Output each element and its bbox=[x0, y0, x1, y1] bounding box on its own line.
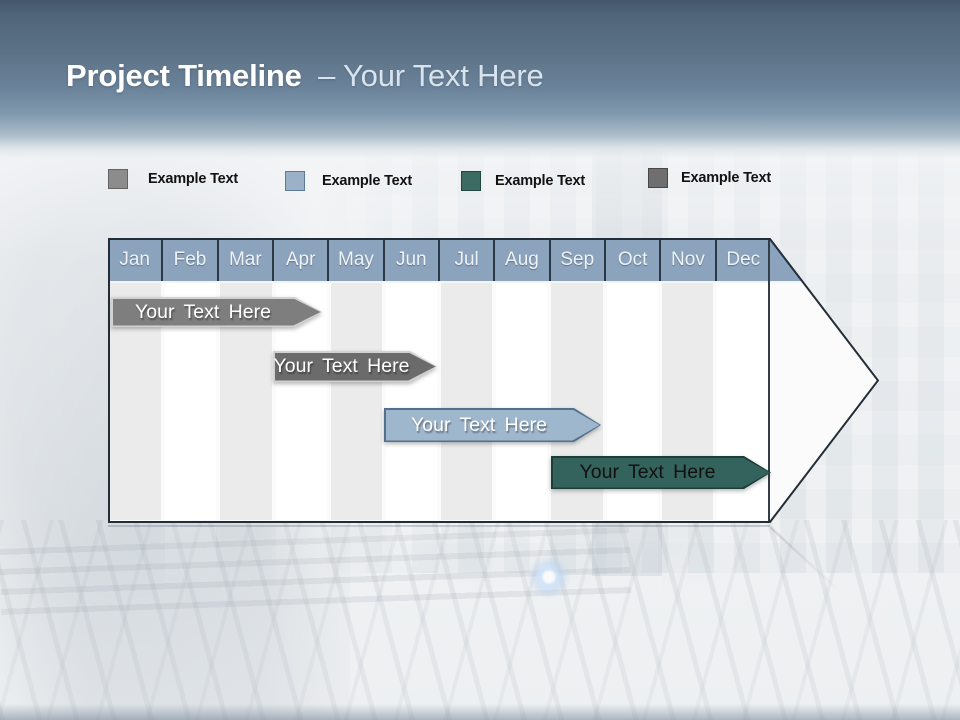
legend-label: Example Text bbox=[681, 170, 772, 186]
month-cell: Apr bbox=[271, 238, 327, 281]
legend-item: Example Text bbox=[108, 169, 238, 189]
column-stripe bbox=[330, 283, 382, 520]
task-bar-label: Your Text Here bbox=[411, 413, 547, 436]
month-cell: Feb bbox=[161, 238, 216, 281]
page-title: Project Timeline – Your Text Here bbox=[66, 58, 544, 94]
reflection-slant bbox=[769, 526, 861, 610]
legend-swatch-darkgray bbox=[648, 168, 668, 188]
legend-label: Example Text bbox=[495, 173, 586, 189]
task-bar-label: Your Text Here bbox=[135, 300, 271, 323]
table-reflection bbox=[108, 525, 880, 610]
legend-label: Example Text bbox=[148, 171, 239, 187]
task-bar-3: Your Text Here bbox=[384, 408, 601, 442]
legend-item: Example Text bbox=[285, 171, 412, 191]
month-cell: Nov bbox=[659, 238, 714, 281]
month-cell: Aug bbox=[493, 238, 548, 281]
bottom-shade bbox=[0, 704, 960, 720]
reflection-stripes bbox=[108, 527, 770, 610]
task-bar-1: Your Text Here bbox=[111, 297, 322, 327]
column-stripe bbox=[441, 283, 493, 520]
legend-swatch-gray bbox=[108, 169, 128, 189]
header-separator-line bbox=[108, 281, 880, 283]
task-bar-2: Your Text Here bbox=[273, 351, 437, 382]
month-header-row: Jan Feb Mar Apr May Jun Jul Aug Sep Oct … bbox=[108, 238, 770, 281]
month-cell: Jul bbox=[437, 238, 493, 281]
legend-item: Example Text bbox=[648, 168, 771, 188]
month-cell: Mar bbox=[216, 238, 272, 281]
title-subtitle: – Your Text Here bbox=[318, 58, 544, 93]
column-stripe bbox=[496, 283, 548, 520]
month-cell: Dec bbox=[714, 238, 770, 281]
task-bar-4: Your Text Here bbox=[551, 456, 771, 489]
month-cell: Sep bbox=[548, 238, 604, 281]
month-cell: Oct bbox=[603, 238, 659, 281]
reflection-edge bbox=[108, 525, 770, 527]
legend-swatch-lightblue bbox=[285, 171, 305, 191]
legend-swatch-teal bbox=[461, 171, 481, 191]
month-cell: May bbox=[327, 238, 382, 281]
column-stripe bbox=[385, 283, 438, 520]
title-bold: Project Timeline bbox=[66, 58, 302, 93]
header-band bbox=[0, 0, 960, 158]
task-bar-label: Your Text Here bbox=[579, 461, 716, 483]
legend-item: Example Text bbox=[461, 171, 585, 191]
month-cell: Jun bbox=[382, 238, 438, 281]
month-cell: Jan bbox=[119, 248, 150, 270]
legend-label: Example Text bbox=[322, 173, 413, 189]
task-bar-label: Your Text Here bbox=[273, 355, 410, 377]
